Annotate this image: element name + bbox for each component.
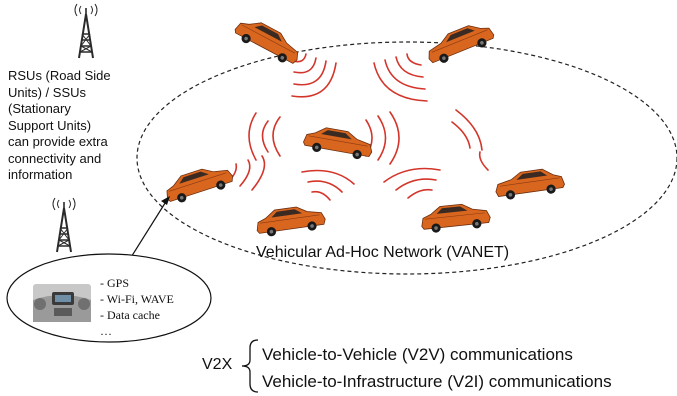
tower-icon xyxy=(52,197,76,253)
v2x-item-v2v: Vehicle-to-Vehicle (V2V) communications xyxy=(262,345,573,364)
vanet-boundary xyxy=(136,41,677,275)
vehicle-features-list: - GPS - Wi-Fi, WAVE - Data cache … xyxy=(100,275,174,339)
v2x-label: V2X xyxy=(202,356,233,373)
vehicle xyxy=(301,123,376,162)
v2x-item-v2i: Vehicle-to-Infrastructure (V2I) communic… xyxy=(262,372,612,391)
vehicle xyxy=(231,12,306,69)
vehicle xyxy=(493,165,567,202)
vehicle xyxy=(254,202,328,239)
dashboard-image xyxy=(33,284,91,322)
vehicle xyxy=(161,160,236,207)
feature-item: - Data cache xyxy=(100,308,160,322)
feature-item: … xyxy=(100,324,112,338)
vanet-label: Vehicular Ad-Hoc Network (VANET) xyxy=(256,244,510,261)
feature-item: - Wi-Fi, WAVE xyxy=(100,292,174,306)
tower-icon xyxy=(74,3,98,59)
rsu-description: RSUs (Road Side Units) / SSUs (Stationar… xyxy=(8,68,111,182)
vehicle xyxy=(419,200,492,235)
radio-waves xyxy=(227,53,489,201)
v2x-brace xyxy=(241,339,259,393)
feature-item: - GPS xyxy=(100,276,130,290)
